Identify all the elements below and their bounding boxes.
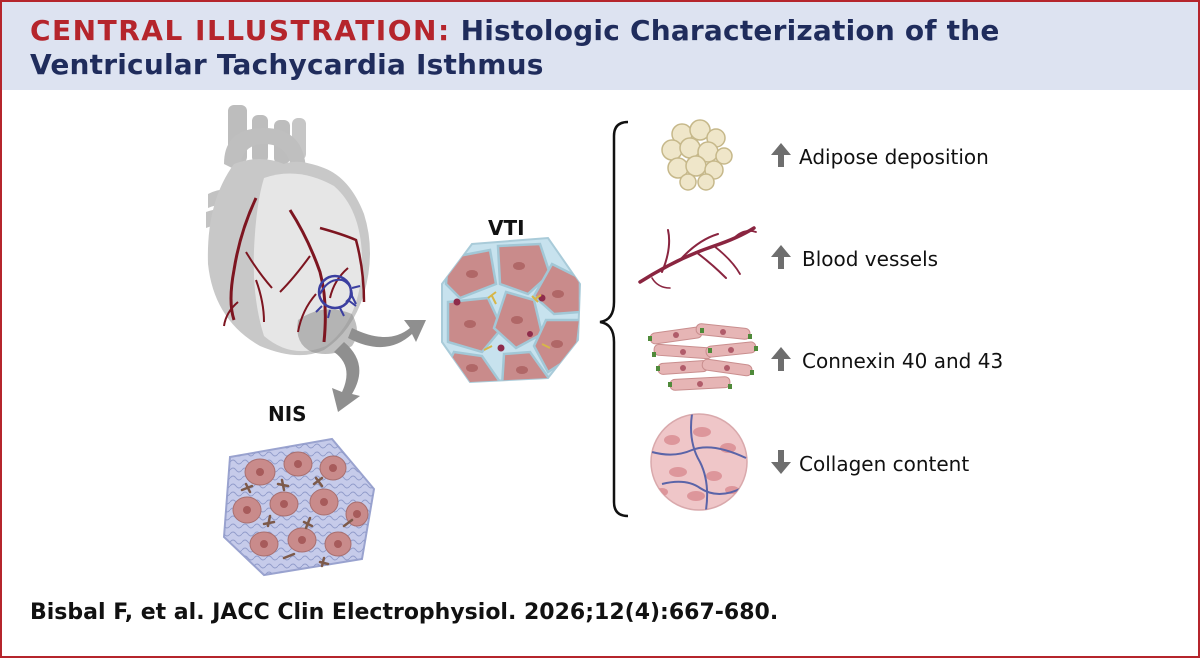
arrow-to-nis-icon [332,342,360,412]
nis-label: NIS [268,402,307,426]
adipose-up-arrow-icon [771,143,791,167]
feature-adipose-label: Adipose deposition [799,145,989,169]
feature-blood-vessels-label: Blood vessels [802,247,939,271]
adipose-cells-icon [661,119,733,191]
title-subject: Histologic Characterization of the Ventr… [30,14,1000,81]
heart-icon [206,105,370,356]
feature-collagen-label: Collagen content [799,452,970,476]
nis-tissue-icon [222,437,376,577]
arrow-to-vti-icon [348,320,426,348]
title-kicker: CENTRAL ILLUSTRATION: [30,14,451,47]
citation: Bisbal F, et al. JACC Clin Electrophysio… [30,600,779,625]
grouping-brace [599,120,629,518]
vti-tissue-icon [441,236,582,384]
collagen-down-arrow-icon [771,450,791,474]
feature-connexin-label: Connexin 40 and 43 [802,349,1004,373]
vti-label: VTI [488,216,525,240]
blood-vessels-icon [638,226,757,289]
vessels-up-arrow-icon [771,245,791,269]
connexin-cells-icon [648,323,758,391]
page-title: CENTRAL ILLUSTRATION: Histologic Charact… [30,14,1180,82]
connexin-up-arrow-icon [771,347,791,371]
collagen-tissue-icon [650,413,748,511]
header-band: CENTRAL ILLUSTRATION: Histologic Charact… [2,2,1198,90]
